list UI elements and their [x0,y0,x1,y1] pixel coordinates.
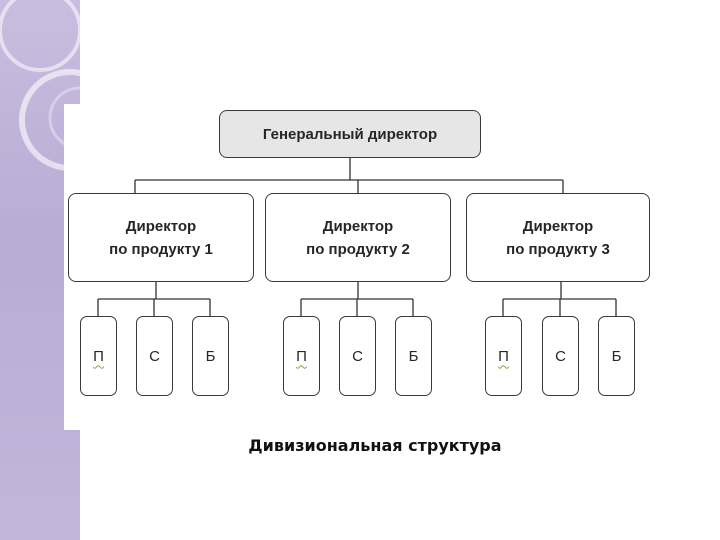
director-box-product-3: Директор по продукту 3 [466,193,650,282]
director-label: Директор по продукту 3 [506,217,610,258]
department-label: С [352,347,363,365]
department-box: С [542,316,579,396]
director-label: Директор по продукту 2 [306,217,410,258]
department-label: П [93,347,104,365]
general-director-label: Генеральный директор [262,125,438,143]
department-box: С [339,316,376,396]
department-box: Б [192,316,229,396]
department-box: П [283,316,320,396]
department-label: Б [408,347,419,365]
department-box: Б [395,316,432,396]
director-box-product-1: Директор по продукту 1 [68,193,254,282]
department-box: П [485,316,522,396]
department-box: С [136,316,173,396]
general-director-box: Генеральный директор [219,110,481,158]
department-label: П [498,347,509,365]
department-box: Б [598,316,635,396]
department-label: С [555,347,566,365]
director-label: Директор по продукту 1 [109,217,213,258]
diagram-caption: Дивизиональная структура [248,436,502,455]
director-box-product-2: Директор по продукту 2 [265,193,451,282]
department-label: С [149,347,160,365]
department-label: П [296,347,307,365]
department-label: Б [611,347,622,365]
department-label: Б [205,347,216,365]
department-box: П [80,316,117,396]
